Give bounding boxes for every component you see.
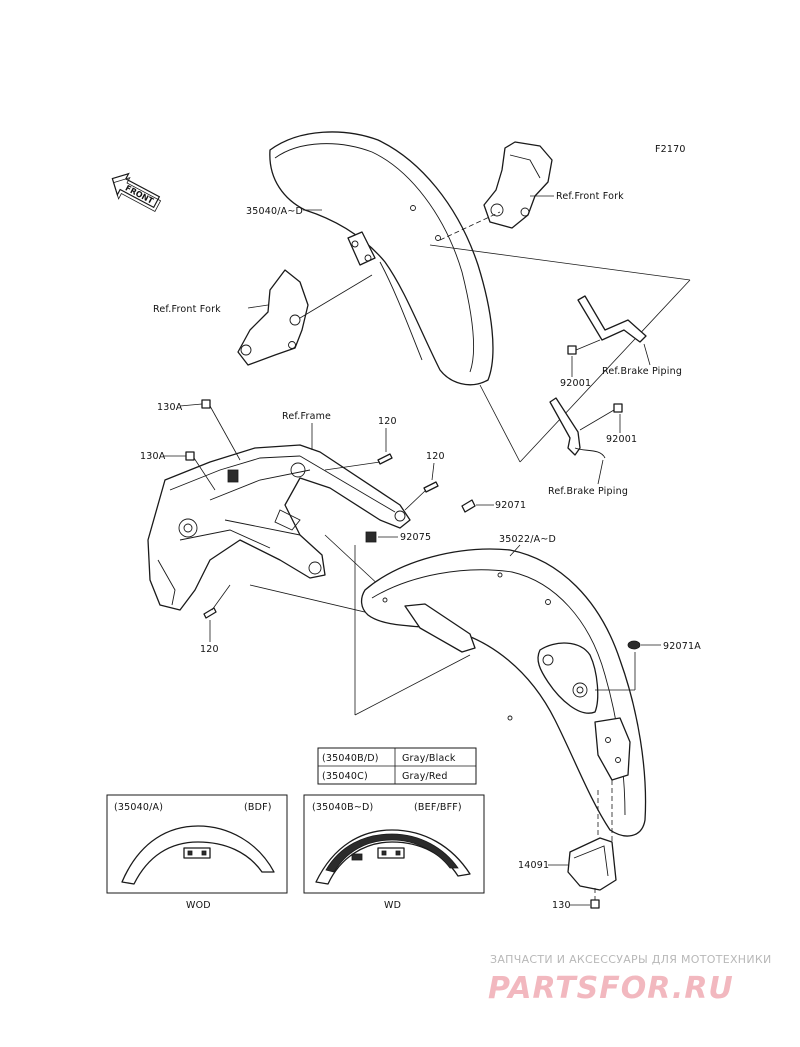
label-part-92071: 92071 <box>495 500 526 511</box>
label-front-fender: 35040/A~D <box>246 206 303 217</box>
part-14091-cover <box>567 837 617 891</box>
label-bolt-120-a: 120 <box>378 416 397 427</box>
label-part-14091: 14091 <box>518 860 549 871</box>
part-92071 <box>461 499 476 513</box>
rear-fender <box>360 548 647 837</box>
watermark: ЗАПЧАСТИ И АКСЕССУАРЫ ДЛЯ МОТОТЕХНИКИ PA… <box>488 953 772 1006</box>
label-bolt-92001-a: 92001 <box>560 378 591 389</box>
variant-right-model: (BEF/BFF) <box>414 802 462 813</box>
front-fork-bracket-left <box>237 269 309 366</box>
color-table-color-0: Gray/Black <box>402 753 456 764</box>
watermark-logo: PARTSFOR.RU <box>488 971 734 1006</box>
label-rear-fender: 35022/A~D <box>499 534 556 545</box>
label-bolt-130a-top: 130A <box>157 402 183 413</box>
brake-piping-clamp-a <box>567 295 647 355</box>
front-arrow-icon: FRONT <box>111 172 162 212</box>
label-bolt-130: 130 <box>552 900 571 911</box>
bolt-120-a <box>324 453 393 471</box>
figure-code: F2170 <box>655 144 686 155</box>
label-bolt-130a-mid: 130A <box>140 451 166 462</box>
label-bolt-92001-b: 92001 <box>606 434 637 445</box>
variant-left-caption: WOD <box>186 900 211 911</box>
variant-box-right: (35040B~D) (BEF/BFF) WD <box>303 794 485 911</box>
color-table: (35040B/D) Gray/Black (35040C) Gray/Red <box>317 747 477 785</box>
watermark-subtitle: ЗАПЧАСТИ И АКСЕССУАРЫ ДЛЯ МОТОТЕХНИКИ <box>490 953 772 966</box>
label-bolt-120-c: 120 <box>200 644 219 655</box>
frame-assembly <box>147 444 411 611</box>
label-ref-brake-piping-b: Ref.Brake Piping <box>548 486 628 497</box>
variant-left-code: (35040/A) <box>114 802 163 813</box>
variant-right-caption: WD <box>384 900 401 911</box>
variant-box-left: (35040/A) (BDF) WOD <box>106 794 288 911</box>
part-92075 <box>365 531 377 543</box>
label-ref-front-fork-right: Ref.Front Fork <box>556 191 624 202</box>
variant-left-model: (BDF) <box>244 802 272 813</box>
bolt-120-c <box>203 584 231 619</box>
label-part-92075: 92075 <box>400 532 431 543</box>
color-table-code-0: (35040B/D) <box>322 753 379 764</box>
bolt-120-b <box>404 481 439 511</box>
label-ref-frame: Ref.Frame <box>282 411 331 422</box>
front-fork-bracket-right <box>483 141 553 229</box>
label-part-92071a: 92071A <box>663 641 701 652</box>
bolt-130 <box>590 899 600 909</box>
part-92071a <box>627 640 641 650</box>
brake-piping-clamp-b <box>549 397 623 459</box>
label-ref-front-fork-left: Ref.Front Fork <box>153 304 221 315</box>
bolt-130a-top <box>201 399 241 461</box>
label-ref-brake-piping-a: Ref.Brake Piping <box>602 366 682 377</box>
color-table-color-1: Gray/Red <box>402 771 448 782</box>
variant-right-code: (35040B~D) <box>312 802 373 813</box>
label-bolt-120-b: 120 <box>426 451 445 462</box>
front-fender <box>269 131 494 386</box>
color-table-code-1: (35040C) <box>322 771 368 782</box>
